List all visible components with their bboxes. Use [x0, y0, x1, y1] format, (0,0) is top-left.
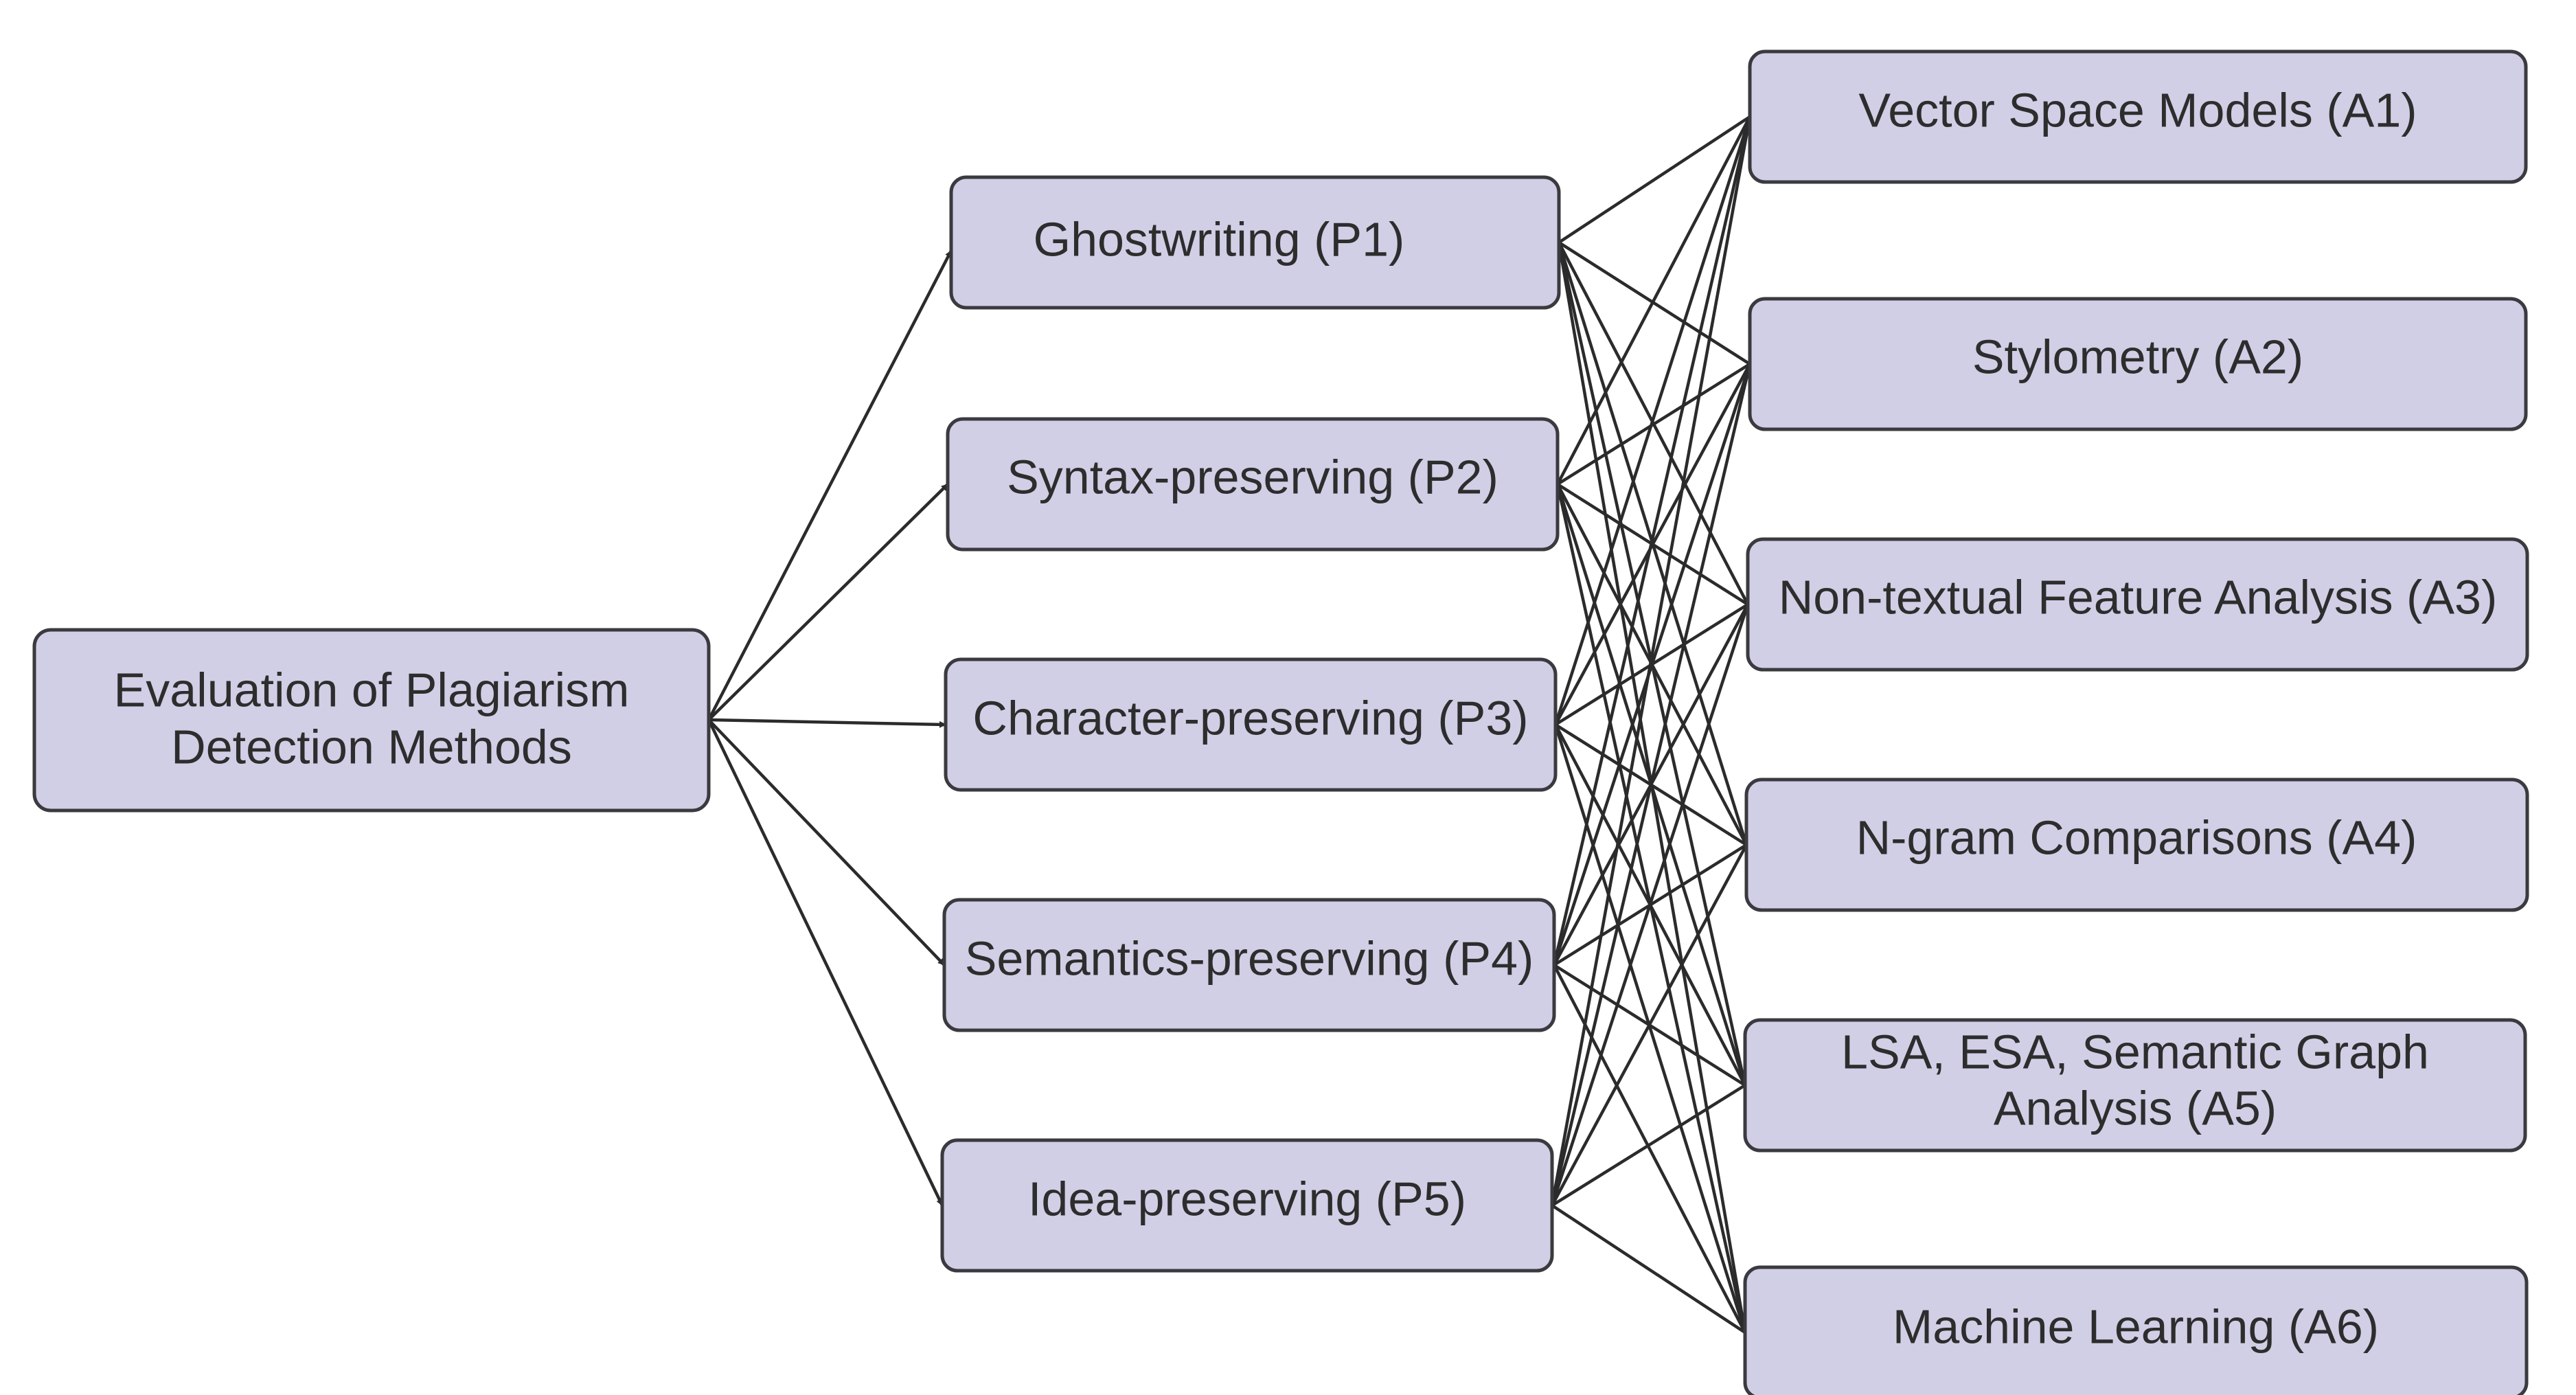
- approach-label-a6: Machine Learning (A6): [1893, 1300, 2379, 1353]
- type-node-p4: Semantics-preserving (P4): [942, 898, 1556, 1032]
- type-label-p4: Semantics-preserving (P4): [965, 931, 1534, 985]
- connector-p5-a5: [1551, 1084, 1746, 1207]
- arrow-root-to-p5: [707, 719, 944, 1206]
- type-node-p3: Character-preserving (P3): [944, 657, 1558, 792]
- connector-p4-a2: [1552, 363, 1752, 966]
- connector-p2-a2: [1556, 363, 1751, 486]
- approach-label-a5-line1: LSA, ESA, Semantic Graph: [1841, 1025, 2429, 1078]
- approach-node-a6: Machine Learning (A6): [1743, 1265, 2529, 1395]
- connector-p4-a1: [1552, 116, 1752, 966]
- connector-p5-a2: [1550, 363, 1752, 1206]
- type-to-approach-connectors: [1550, 115, 1752, 1334]
- connector-p5-a4: [1551, 843, 1748, 1207]
- approach-node-a1: Vector Space Models (A1): [1748, 49, 2528, 184]
- approach-label-a5-line2: Analysis (A5): [1994, 1081, 2277, 1135]
- arrow-root-to-p4: [707, 718, 946, 966]
- root-label-line1: Evaluation of Plagiarism: [114, 663, 630, 716]
- approach-node-a3: Non-textual Feature Analysis (A3): [1746, 537, 2529, 672]
- approach-label-a1: Vector Space Models (A1): [1858, 83, 2417, 137]
- connector-p5-a6: [1551, 1204, 1746, 1334]
- approach-label-a4: N-gram Comparisons (A4): [1856, 810, 2417, 864]
- root-label-line2: Detection Methods: [171, 720, 572, 773]
- type-label-p3: Character-preserving (P3): [972, 691, 1528, 745]
- arrow-root-to-p2: [707, 483, 949, 721]
- connector-p2-a1: [1556, 115, 1751, 486]
- type-label-p2: Syntax-preserving (P2): [1007, 450, 1498, 503]
- type-label-p5: Idea-preserving (P5): [1028, 1172, 1466, 1225]
- connector-p3-a1: [1553, 116, 1752, 725]
- type-node-p5: Idea-preserving (P5): [940, 1138, 1554, 1273]
- arrow-root-to-p3: [708, 718, 946, 728]
- connector-p1-a1: [1558, 115, 1751, 244]
- connector-p1-a2: [1558, 241, 1751, 365]
- approach-node-a5: LSA, ESA, Semantic Graph Analysis (A5): [1743, 1018, 2527, 1153]
- connector-p5-a3: [1550, 604, 1750, 1206]
- root-node: Evaluation of Plagiarism Detection Metho…: [32, 628, 711, 813]
- approach-label-a3: Non-textual Feature Analysis (A3): [1779, 570, 2498, 624]
- approach-node-a2: Stylometry (A2): [1748, 297, 2528, 431]
- approach-node-a4: N-gram Comparisons (A4): [1744, 778, 2529, 912]
- type-node-p2: Syntax-preserving (P2): [946, 417, 1560, 552]
- root-to-type-arrows: [707, 249, 953, 1206]
- type-label-p1: Ghostwriting (P1): [1034, 212, 1405, 266]
- type-node-p1: Ghostwriting (P1): [949, 175, 1561, 310]
- connector-p5-a1: [1550, 116, 1752, 1206]
- arrow-root-to-p1: [707, 249, 953, 721]
- approach-label-a2: Stylometry (A2): [1972, 330, 2303, 383]
